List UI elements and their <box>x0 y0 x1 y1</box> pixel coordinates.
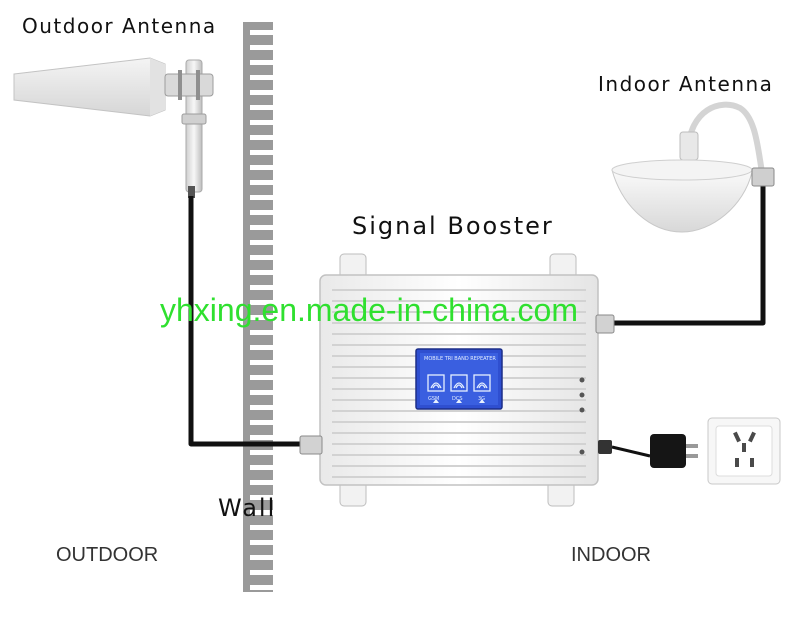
indoor-antenna-label: Indoor Antenna <box>598 72 774 96</box>
lcd-band-1: GSM <box>428 396 440 402</box>
outdoor-cable <box>188 196 300 447</box>
wall-socket <box>707 417 781 485</box>
power-cable <box>611 445 651 458</box>
lcd-band-3: 3G <box>478 396 486 402</box>
outdoor-antenna-label: Outdoor Antenna <box>22 14 217 38</box>
signal-booster-unit <box>299 253 615 507</box>
watermark-text: yhxing.en.made-in-china.com <box>160 292 578 328</box>
lcd-band-2: DCS <box>452 396 463 402</box>
indoor-antenna <box>611 101 775 233</box>
lcd-title: MOBILE TRI BAND REPEATER <box>424 356 496 362</box>
outdoor-antenna <box>13 57 214 198</box>
indoor-cable <box>613 182 766 326</box>
wall <box>243 22 273 592</box>
cables <box>188 182 766 458</box>
signal-booster-label: Signal Booster <box>352 212 554 240</box>
power-adapter <box>650 434 698 468</box>
wall-label: Wall <box>218 494 277 522</box>
indoor-zone-label: INDOOR <box>571 544 651 566</box>
outdoor-zone-label: OUTDOOR <box>56 544 159 566</box>
